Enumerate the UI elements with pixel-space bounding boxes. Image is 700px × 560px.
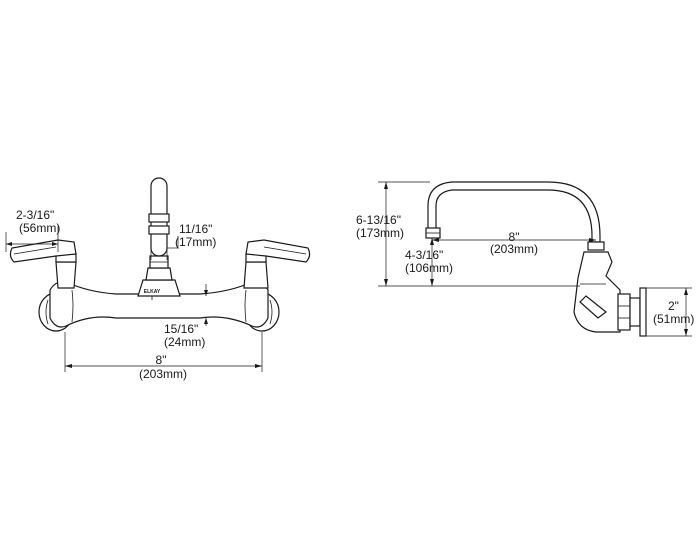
label-body-height-metric: (24mm): [164, 335, 205, 349]
faucet-body: [49, 281, 269, 328]
dim-body-height: [204, 284, 208, 326]
label-flange-metric: (51mm): [653, 312, 694, 326]
side-view: 6-13/16" (173mm) 8" (203mm) 4-3/16" (106…: [356, 181, 694, 337]
hex-nut: [617, 293, 631, 331]
label-spout-height-metric: (173mm): [356, 226, 404, 240]
label-spout-height-imperial: 6-13/16": [356, 213, 401, 227]
label-centers-metric: (203mm): [139, 367, 187, 381]
side-body: [573, 251, 621, 333]
left-lever-handle: [9, 239, 77, 289]
dim-handle-offset: [5, 226, 59, 252]
label-body-height-imperial: 15/16": [164, 322, 198, 336]
label-spout-reach-imperial: 8": [509, 230, 520, 244]
wall-flange: [639, 287, 647, 337]
brand-mark: ELKAY: [144, 289, 161, 295]
label-outlet-height-imperial: 4-3/16": [405, 248, 443, 262]
label-handle-offset-imperial: 2-3/16": [16, 208, 54, 222]
label-handle-offset-metric: (56mm): [19, 221, 60, 235]
label-outlet-height-metric: (106mm): [405, 261, 453, 275]
label-flange-imperial: 2": [668, 299, 679, 313]
label-spout-reach-metric: (203mm): [490, 242, 538, 256]
right-lever-handle: [243, 239, 311, 289]
dim-centers: [64, 332, 263, 372]
label-spout-diameter-metric: (17mm): [175, 235, 216, 249]
center-boss: [137, 279, 181, 297]
label-centers-imperial: 8": [156, 353, 167, 367]
dim-spout-reach: [432, 238, 596, 242]
label-spout-diameter-imperial: 11/16": [179, 222, 212, 236]
front-view: ELKAY 2-3/1: [5, 177, 311, 381]
dim-spout-diameter: [150, 236, 179, 260]
dim-flange: [646, 287, 692, 337]
dim-outlet-height: [430, 238, 434, 286]
dim-spout-height: [378, 181, 580, 287]
